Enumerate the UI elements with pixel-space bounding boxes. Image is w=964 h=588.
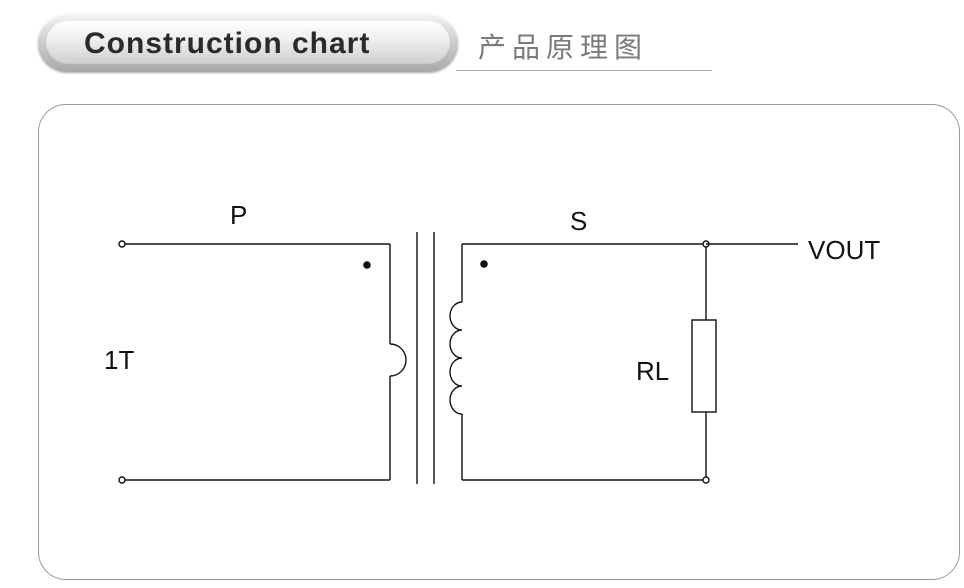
output-voltage-label: VOUT xyxy=(808,235,880,265)
primary-polarity-dot xyxy=(363,261,371,269)
page-subtitle: 产品原理图 xyxy=(478,31,649,64)
header-underline xyxy=(456,70,712,71)
primary-input-terminal-bottom xyxy=(118,476,126,484)
primary-label: P xyxy=(230,200,247,230)
output-node-bottom xyxy=(702,476,710,484)
load-resistor-label: RL xyxy=(636,356,669,386)
load-resistor xyxy=(691,319,717,413)
secondary-label: S xyxy=(570,206,587,236)
diagram-frame xyxy=(38,104,960,580)
primary-input-terminal-top xyxy=(118,240,126,248)
secondary-polarity-dot xyxy=(480,260,488,268)
header-banner: Construction chart xyxy=(38,14,458,72)
primary-winding-bump xyxy=(389,343,407,377)
page-title: Construction chart xyxy=(84,27,371,60)
turns-ratio-label: 1T xyxy=(104,345,134,375)
header-banner-face: Construction chart xyxy=(46,21,450,65)
secondary-winding-coils xyxy=(449,301,463,415)
